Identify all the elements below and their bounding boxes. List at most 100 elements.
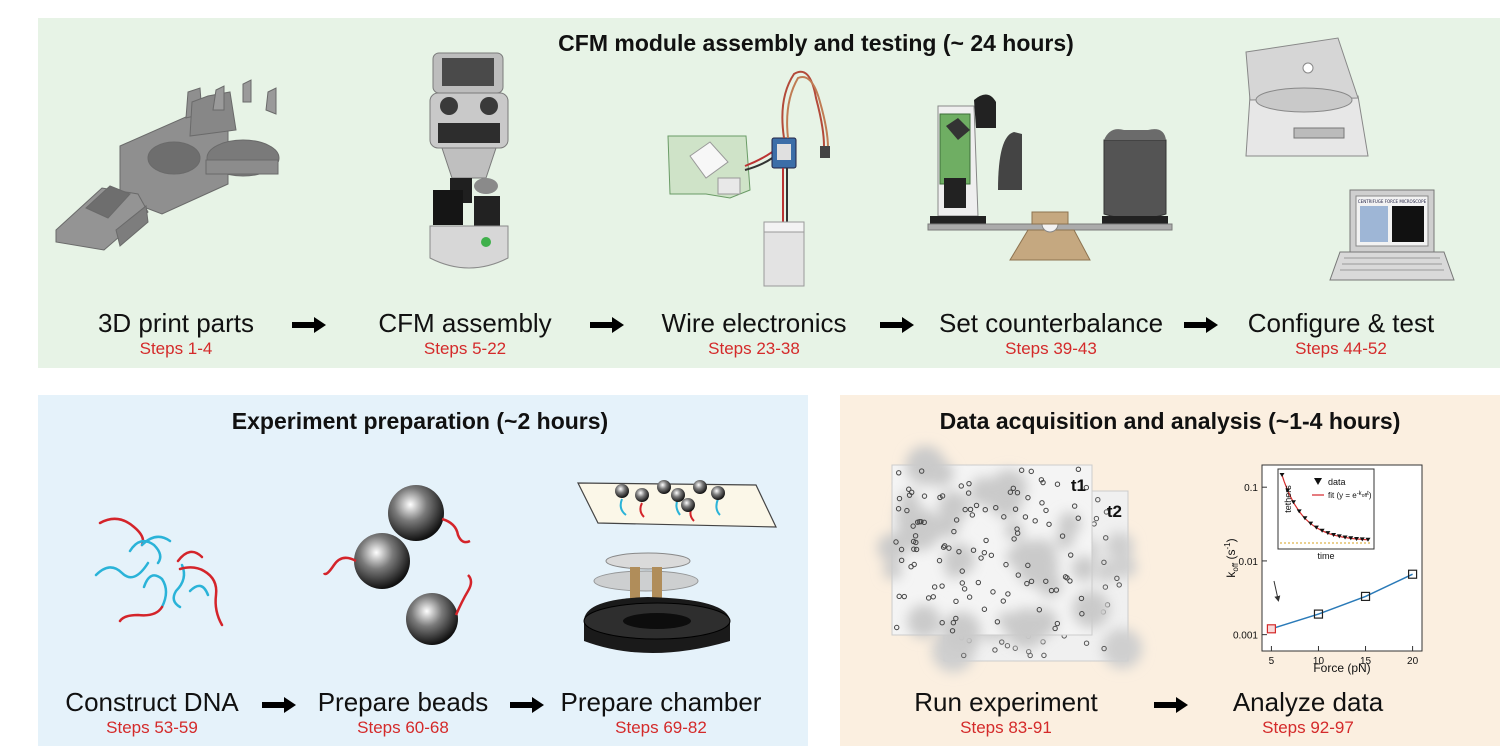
bead-spot (965, 490, 972, 496)
step-range: Steps 5-22 (423, 339, 507, 358)
bead-spot (895, 506, 902, 512)
bead-spot (993, 504, 999, 511)
bead-spot (1043, 507, 1049, 514)
inset-point (1302, 516, 1308, 521)
bead-spot (898, 557, 905, 564)
data-point (1313, 609, 1324, 619)
bead-spot (906, 492, 913, 498)
bead-spot (949, 628, 956, 634)
bead-spot (931, 584, 938, 590)
bead-spot (966, 480, 972, 487)
bead-spot (1054, 620, 1061, 627)
bead-spot (1028, 468, 1034, 475)
bead-spot (1054, 481, 1061, 487)
bead-spot (1024, 580, 1030, 587)
inset-point (1319, 528, 1325, 533)
analysis-panel-title: Data acquisition and analysis (~1-4 hour… (939, 408, 1401, 434)
bead-spot (1025, 494, 1031, 501)
bead-spot (1015, 572, 1021, 578)
background-blob (945, 560, 963, 579)
printed-parts-illustration: CENTRIFUGE FORCE MICROSCOPE (55, 37, 1455, 287)
inset-point (1331, 533, 1337, 538)
preparation-panel-title: Experiment preparation (~2 hours) (231, 408, 609, 434)
frame-label: t2 (1107, 502, 1122, 521)
bead-spot (1014, 490, 1021, 496)
bead-spot (1103, 535, 1109, 541)
arrow-right-icon (292, 317, 326, 333)
background-blob (938, 490, 970, 522)
background-blob (883, 560, 903, 580)
bead-spot (961, 652, 967, 659)
analysis-panel: Data acquisition and analysis (~1-4 hour… (840, 395, 1500, 746)
background-blob (1105, 532, 1134, 561)
background-blob (1095, 559, 1118, 583)
microscopy-frames: t2 t1 (877, 445, 1143, 673)
counterbalance-illustration (927, 94, 1173, 261)
bead-spot (1067, 578, 1073, 584)
step-cfm-assembly: CFM assembly Steps 5-22 (378, 308, 551, 360)
step-range: Steps 39-43 (1005, 339, 1097, 358)
bead-spot (896, 470, 902, 476)
arrow-right-icon (1184, 317, 1218, 333)
bead-spot (908, 563, 914, 570)
inset-pointer-arrow (1273, 580, 1281, 602)
bead-spot (1010, 485, 1017, 491)
bead-spot (1001, 514, 1007, 520)
bead-spot (1004, 643, 1011, 649)
data-point (1266, 624, 1277, 634)
bead-spot (1022, 514, 1029, 520)
bead-spot (904, 507, 910, 514)
bead-spot (1102, 584, 1109, 590)
bead-spot (959, 568, 965, 574)
step-label: Prepare beads (317, 687, 489, 717)
background-blob (1114, 555, 1137, 579)
series-line (1271, 573, 1413, 630)
bead-spot (1075, 515, 1081, 521)
inset-point (1313, 525, 1319, 530)
bead-spot (1068, 552, 1074, 558)
step-configure-test: Configure & test Steps 44-52 (1248, 308, 1434, 360)
inset-point (1348, 536, 1354, 541)
bead-spot (896, 495, 903, 502)
bead-spot (1039, 500, 1045, 506)
bead-spot (953, 517, 960, 523)
step-range: Steps 92-97 (1262, 718, 1354, 737)
inset-x-label: time (1317, 551, 1334, 561)
y-tick-label: 0.01 (1239, 557, 1259, 568)
bead-spot (914, 519, 921, 525)
bead-spot (992, 647, 998, 653)
step-range: Steps 53-59 (106, 718, 198, 737)
bead-spot (1027, 652, 1033, 659)
bead-spot (1078, 595, 1085, 602)
bead-spot (969, 512, 976, 518)
x-tick-label: 20 (1407, 656, 1419, 667)
arrow-right-icon (262, 697, 296, 713)
background-blob (907, 604, 941, 639)
legend-data-label: data (1328, 477, 1346, 487)
bead-spot (1083, 640, 1090, 646)
background-blob (905, 445, 946, 486)
bead-spot (1093, 515, 1100, 522)
bead-spot (946, 545, 952, 551)
bead-spot (1075, 466, 1082, 472)
fit-curve (1281, 474, 1369, 541)
inset-point (1285, 488, 1291, 493)
bead-spot (1018, 467, 1025, 473)
bead-spot (1116, 582, 1122, 588)
screen-caption: CENTRIFUGE FORCE MICROSCOPE (1358, 199, 1427, 204)
bead-spot (930, 594, 936, 600)
bead-spot (1014, 530, 1021, 536)
bead-spot (1032, 518, 1038, 524)
step-analyze-data: Analyze data Steps 92-97 (1233, 687, 1383, 739)
assembly-panel-title: CFM module assembly and testing (~ 24 ho… (558, 30, 1074, 56)
bead-spot (982, 507, 988, 513)
bead-spot (939, 493, 946, 499)
step-range: Steps 83-91 (960, 718, 1052, 737)
inset-point (1290, 500, 1296, 505)
bead-spot (939, 583, 945, 589)
bead-spot (990, 589, 996, 595)
step-3d-print: 3D print parts Steps 1-4 (98, 308, 254, 360)
bead-spot (894, 624, 900, 631)
